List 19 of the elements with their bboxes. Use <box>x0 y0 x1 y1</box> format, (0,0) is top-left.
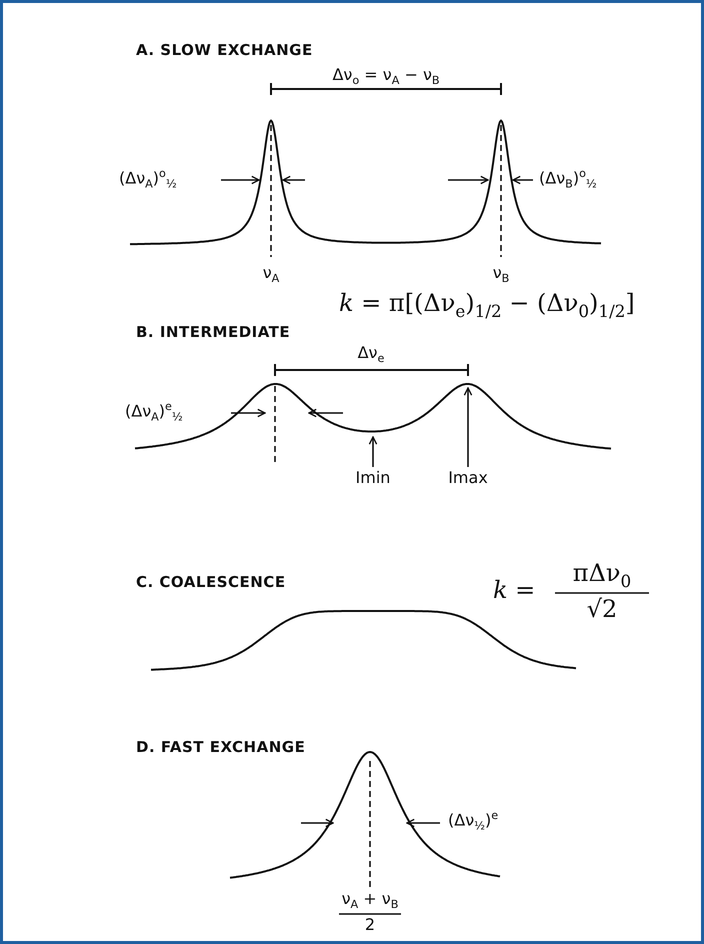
rate-equation: πΔν$_{0}$ <box>572 559 632 591</box>
section-heading: B. INTERMEDIATE <box>136 323 290 341</box>
section-heading: C. COALESCENCE <box>136 573 286 591</box>
intensity-label: Imin <box>356 468 390 488</box>
frequency-label: ν$_{A}$ + ν$_{B}$ <box>342 889 398 912</box>
separation-label: Δν$_{e}$ <box>358 343 384 366</box>
linewidth-label: (Δν$_{½}$)$^{e}$ <box>448 809 498 833</box>
formula-label: Δν$_{o}$ = ν$_{A}$ − ν$_{B}$ <box>332 65 440 88</box>
leader-arrow <box>368 436 378 467</box>
frequency-label: ν$_{A}$ <box>262 263 280 286</box>
intensity-label: Imax <box>448 468 488 488</box>
section-heading: D. FAST EXCHANGE <box>136 738 306 756</box>
rate-equation: √2 <box>586 595 618 624</box>
rate-equation: k = <box>493 576 536 605</box>
frequency-label: 2 <box>364 915 376 934</box>
rate-equation: k = π[(Δν$_{e}$)$_{1/2}$ − (Δν$_{0}$)$_{1/2}$] <box>339 289 635 321</box>
leader-arrow <box>464 387 472 467</box>
section-heading: A. SLOW EXCHANGE <box>136 41 313 59</box>
frequency-label: ν$_{B}$ <box>492 263 510 286</box>
